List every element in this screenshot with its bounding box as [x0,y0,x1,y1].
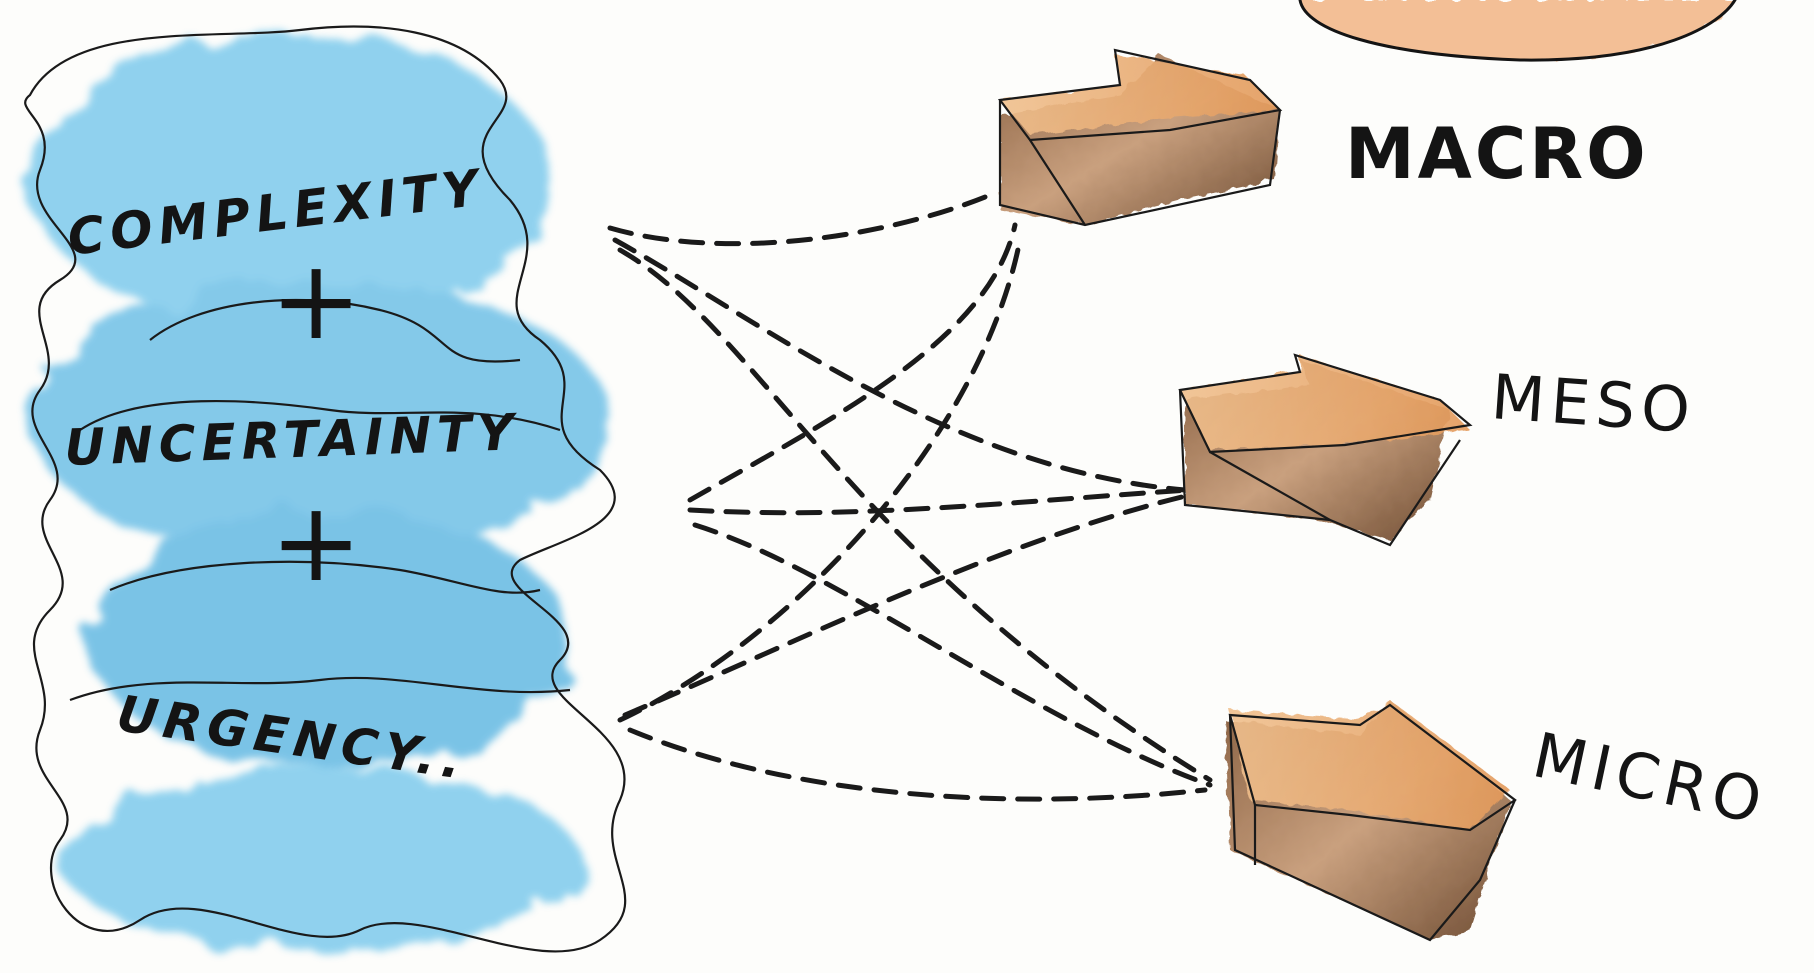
link-uncertainty-meso [687,487,1193,516]
connection-lines [607,192,1213,802]
plus-sign-1: + [270,236,368,364]
link-complexity-micro [617,247,1213,783]
blue-cloud-shape [24,25,627,953]
level-meso: MESO [1489,360,1698,447]
level-micro: MICRO [1527,718,1774,839]
meso-arrow-icon [1178,353,1473,547]
link-complexity-macro [607,192,993,247]
macro-arrow-icon [997,48,1283,227]
orange-circle-shape [1298,0,1737,62]
link-urgency-micro [627,727,1208,802]
link-urgency-macro [617,237,1023,723]
link-complexity-meso [612,237,1188,493]
link-uncertainty-macro [687,222,1018,503]
level-macro: MACRO [1345,113,1649,195]
link-urgency-meso [622,492,1193,718]
micro-arrow-icon [1225,700,1517,942]
link-uncertainty-micro [692,522,1213,788]
plus-sign-2: + [270,478,368,606]
